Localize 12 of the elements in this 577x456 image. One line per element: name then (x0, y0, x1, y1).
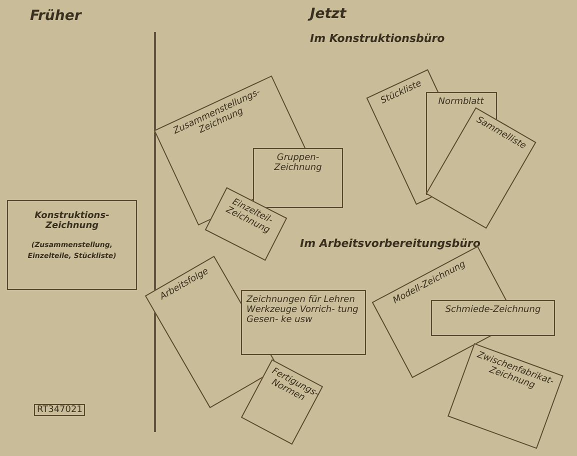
sheet-title: Zeichnungen für Lehren Werkzeuge Vorrich- tung Gesen- ke usw (246, 294, 360, 326)
column-heading: Früher (30, 8, 82, 24)
column-heading: Jetzt (310, 6, 346, 22)
sheet-title: Schmiede-Zeichnung (444, 305, 542, 316)
sheet-title: Gruppen- Zeichnung (273, 153, 323, 174)
sheet-title: Konstruktions- Zeichnung (34, 211, 110, 232)
drawing-box (7, 200, 137, 290)
sheet-title: Normblatt (437, 96, 485, 107)
document-sheet (240, 290, 366, 354)
section-heading: Im Arbeitsvorbereitungsbüro (300, 237, 480, 250)
archive-number: RT347021 (34, 404, 86, 416)
section-heading: Im Konstruktionsbüro (310, 32, 445, 45)
